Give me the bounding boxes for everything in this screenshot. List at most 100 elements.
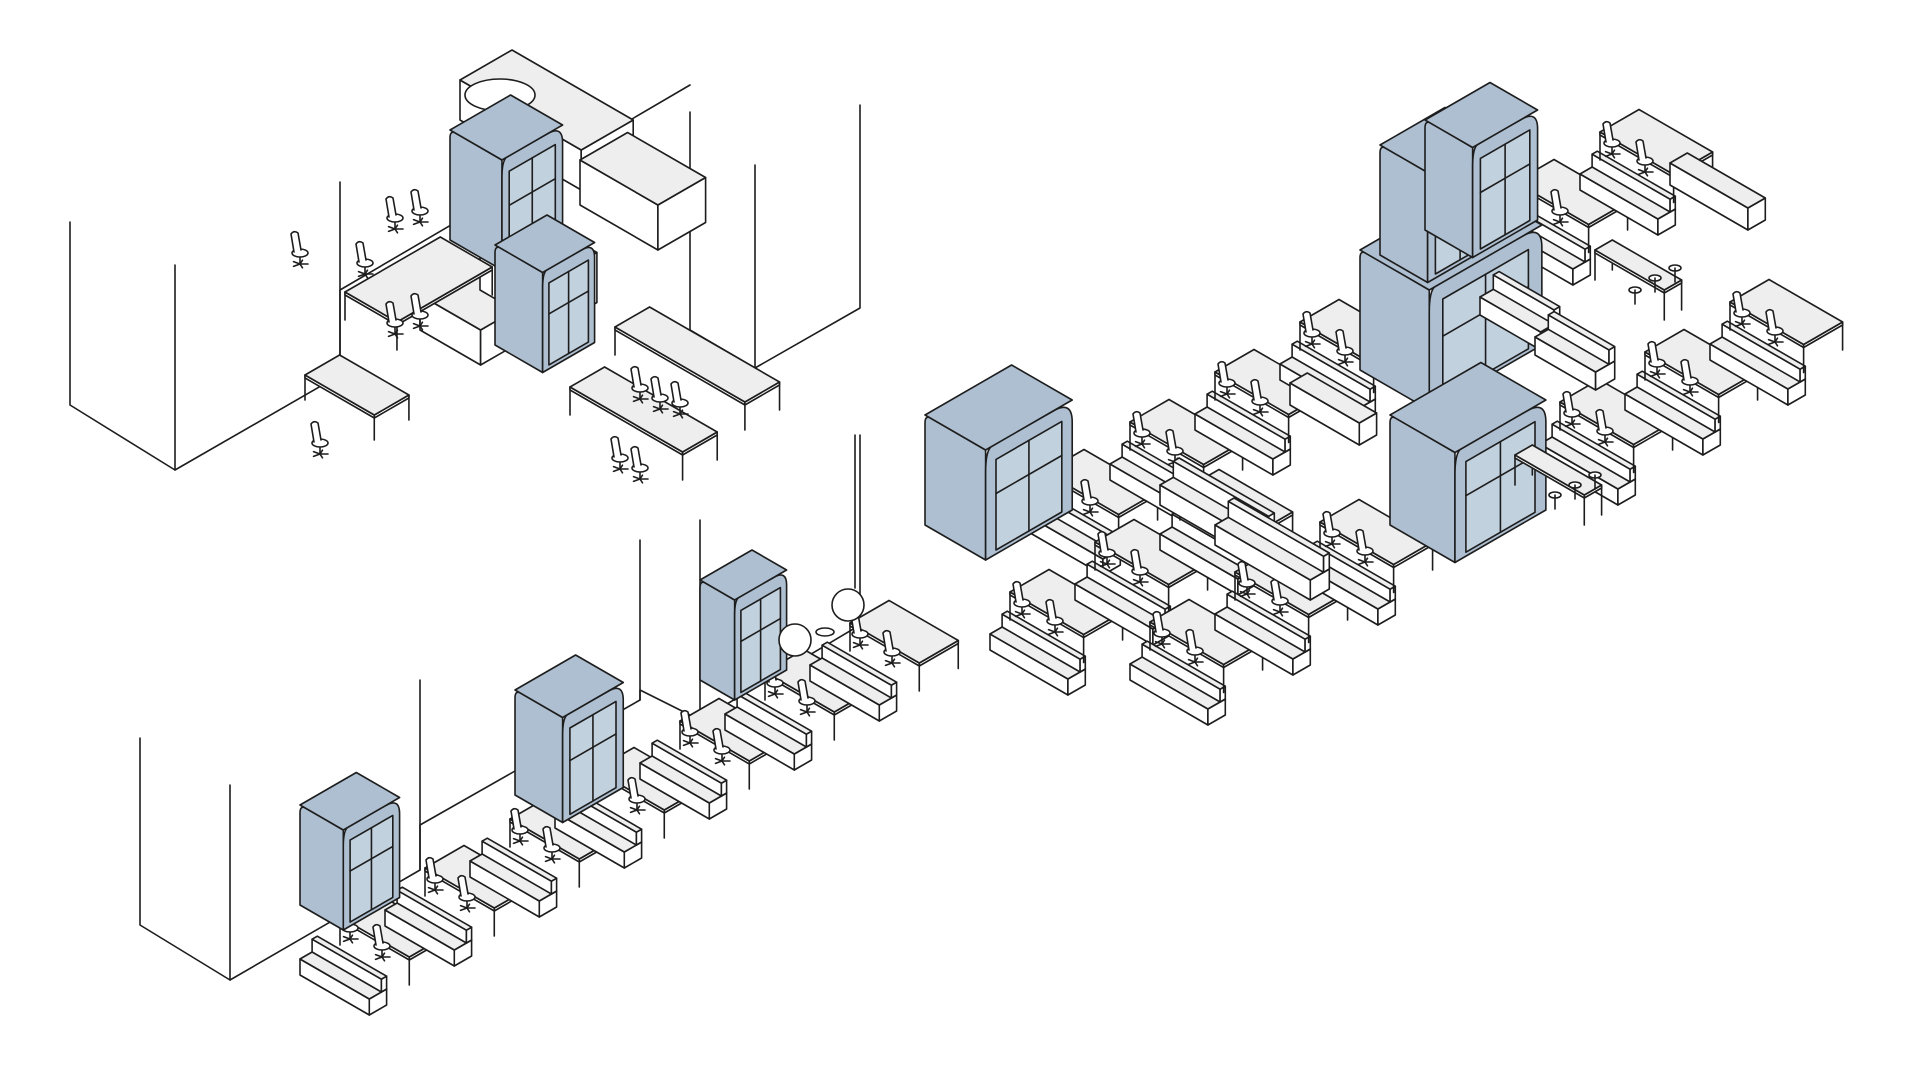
chair-back [542, 825, 554, 848]
pod-right-tall-b [1424, 81, 1539, 259]
chair-base-leg [459, 904, 468, 909]
box-top-face [481, 837, 558, 883]
chair-back [1355, 528, 1367, 551]
bench [1579, 150, 1677, 236]
chair-base-leg [1767, 338, 1776, 343]
pod-door-rail [508, 177, 557, 207]
pod-door-rail [995, 454, 1063, 495]
box-top-face [304, 354, 410, 416]
office-chair [1130, 548, 1149, 587]
office-chair [1152, 610, 1171, 649]
chair-base-leg [412, 218, 421, 223]
chair-back [1217, 360, 1229, 383]
chair-back [1080, 478, 1092, 501]
office-chair [680, 709, 699, 748]
bench [989, 610, 1087, 696]
chair-base-leg [512, 837, 521, 842]
chair-base-leg [1132, 578, 1141, 583]
pod-upper-left-b [494, 214, 596, 374]
chair-back [1045, 598, 1057, 621]
chair-back [610, 435, 622, 458]
chair-base-leg [629, 806, 638, 811]
furniture-layer [290, 49, 1844, 1016]
chair-back [1302, 310, 1314, 333]
chair-base-leg [884, 659, 893, 664]
office-chair [1335, 328, 1354, 367]
chair-base-leg [1134, 440, 1143, 445]
office-chair [310, 420, 329, 459]
box-top-face [1001, 610, 1087, 661]
upper-right-wall-block [689, 104, 861, 369]
chair-back [385, 195, 397, 218]
office-chair [1012, 580, 1031, 619]
bench [1214, 590, 1312, 676]
box-top-face [569, 366, 719, 453]
desk [614, 306, 781, 431]
bench [1214, 497, 1331, 601]
chair-base-leg [387, 330, 396, 335]
chair-back [1097, 530, 1109, 553]
office-chair [385, 195, 404, 234]
chair-back [355, 240, 367, 263]
office-chair [1250, 378, 1269, 417]
chair-base-leg [1637, 168, 1646, 173]
chair-base-leg [1324, 540, 1333, 545]
chair-base-leg [1252, 408, 1261, 413]
chair-back [670, 380, 682, 403]
pod-lower-left-c [699, 549, 788, 701]
office-chair [797, 678, 816, 717]
office-chair [1080, 478, 1099, 517]
chair-back [1732, 290, 1744, 313]
box-top-face [1206, 390, 1292, 441]
box-top-face [344, 236, 494, 323]
chair-back [712, 727, 724, 750]
chair-back [385, 300, 397, 323]
pod-roof [449, 94, 564, 161]
chair-back [1680, 358, 1692, 381]
chair-base-leg [1564, 420, 1573, 425]
chair-base-leg [427, 886, 436, 891]
pod-roof [299, 771, 401, 831]
pod-roof [514, 654, 625, 719]
office-chair [410, 292, 429, 331]
pod-lower-left-a [299, 771, 401, 931]
chair-base-leg [612, 465, 621, 470]
credenza [1289, 372, 1378, 446]
office-chair [1217, 360, 1236, 399]
office-chair [1595, 408, 1614, 447]
chair-base-leg [1734, 320, 1743, 325]
chair-back [650, 375, 662, 398]
chair-base-leg [342, 935, 351, 940]
desk [1594, 239, 1683, 321]
chair-back [425, 856, 437, 879]
chair-back [310, 420, 322, 443]
pod-roof [699, 549, 788, 601]
box-top-face [1636, 370, 1722, 421]
office-chair [882, 629, 901, 668]
chair-base-leg [652, 405, 661, 410]
chair-back [1550, 188, 1562, 211]
box-top-face [1311, 540, 1397, 591]
office-chair [290, 230, 309, 269]
chair-base-leg [357, 270, 366, 275]
box-top-face [1551, 420, 1637, 471]
chair-back [510, 807, 522, 830]
chair-back [372, 923, 384, 946]
office-chair [1355, 528, 1374, 567]
box-top-face [1141, 640, 1227, 691]
chair-base-leg [387, 225, 396, 230]
box-top-face [1721, 320, 1807, 371]
bench [1074, 560, 1172, 646]
pod-door-rail [569, 733, 617, 762]
box-top-face [1226, 590, 1312, 641]
pod-door-rail [548, 290, 590, 315]
chair-back [1562, 390, 1574, 413]
office-chair [385, 300, 404, 339]
box-top-face [1669, 152, 1767, 209]
chair-back [1152, 610, 1164, 633]
bench [1624, 370, 1722, 456]
box-top-face [311, 935, 388, 981]
chair-back [1185, 628, 1197, 651]
office-chair [1635, 138, 1654, 177]
